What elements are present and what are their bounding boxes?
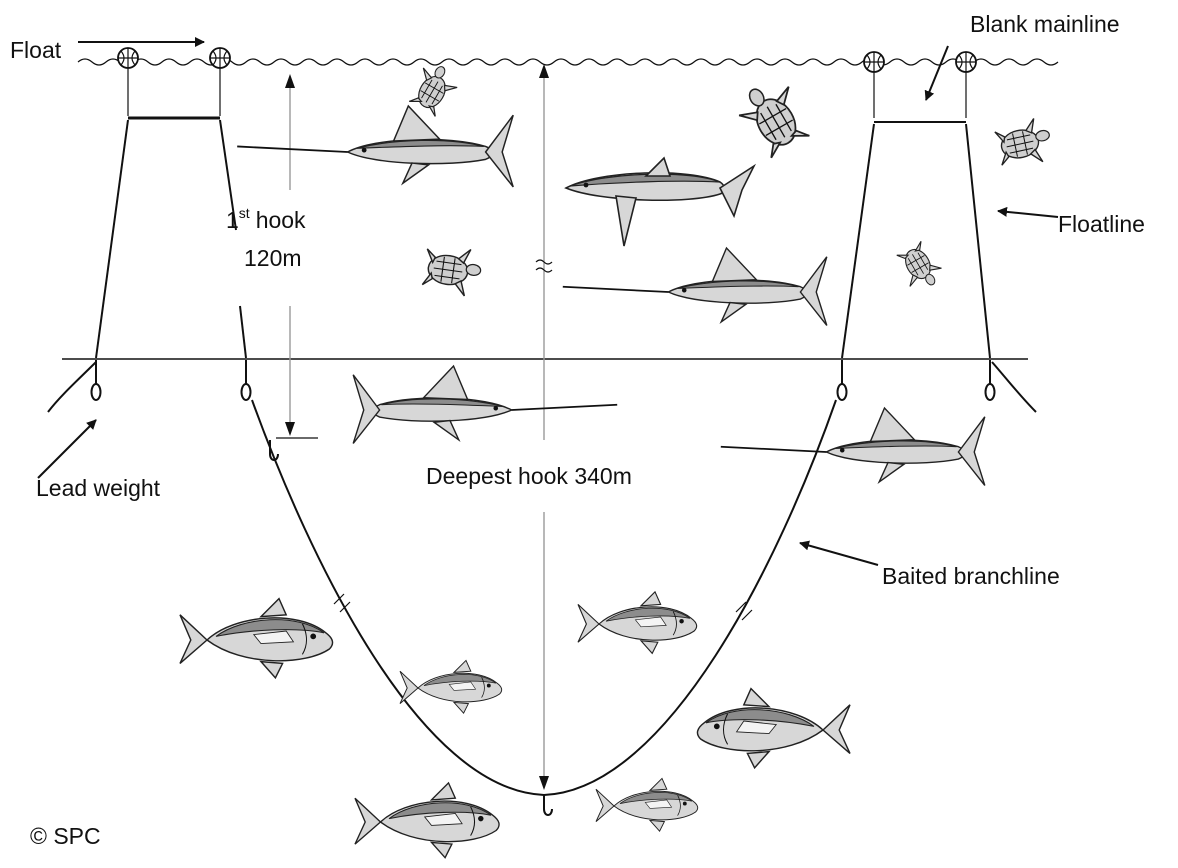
turtle-icon: [405, 59, 462, 119]
deepest-hook-label: Deepest hook 340m: [426, 463, 632, 489]
deepest-hook-depth-arrow: [536, 64, 552, 790]
lead-weight-icon: [986, 360, 995, 400]
right-float-rig: [842, 72, 990, 358]
turtle-icon: [422, 244, 484, 298]
left-float-rig: [96, 68, 246, 358]
marlin-icon: [237, 106, 513, 187]
baited-branchline-label: Baited branchline: [882, 563, 1060, 589]
tuna-icon: [578, 592, 697, 654]
float-icon: [210, 48, 230, 68]
copyright-label: © SPC: [30, 823, 101, 849]
tuna-icon: [355, 783, 499, 858]
turtle-icon: [994, 116, 1055, 170]
lead-weight-icon: [242, 360, 251, 400]
turtle-icon: [731, 73, 815, 161]
float-icon: [864, 52, 884, 72]
swordfish-icon: [353, 366, 617, 443]
floatline-label: Floatline: [1058, 211, 1145, 237]
mainline-end-right: [992, 362, 1036, 412]
tuna-icon: [697, 689, 850, 768]
lead-weight-icon: [838, 360, 847, 400]
float-icon: [118, 48, 138, 68]
tuna-icon: [596, 778, 698, 831]
turtle-icon: [893, 239, 946, 295]
blank-mainline-label: Blank mainline: [970, 11, 1120, 37]
tuna-icon: [180, 599, 333, 678]
mainline-end-left: [48, 362, 96, 412]
first-hook-depth-label: 120m: [244, 245, 302, 271]
swordfish-icon: [721, 408, 985, 485]
branchline-arrow: [800, 543, 878, 565]
floatline-arrow: [998, 211, 1058, 217]
blank-mainline-arrow: [926, 46, 948, 100]
tuna-icon: [400, 660, 502, 713]
lead-weight-arrow: [38, 420, 96, 478]
hook-icon: [544, 795, 552, 815]
shark-icon: [566, 158, 754, 246]
float-icon: [956, 52, 976, 72]
marlin-icon: [563, 248, 827, 325]
lead-weight-label: Lead weight: [36, 475, 161, 501]
float-label: Float: [10, 37, 62, 63]
